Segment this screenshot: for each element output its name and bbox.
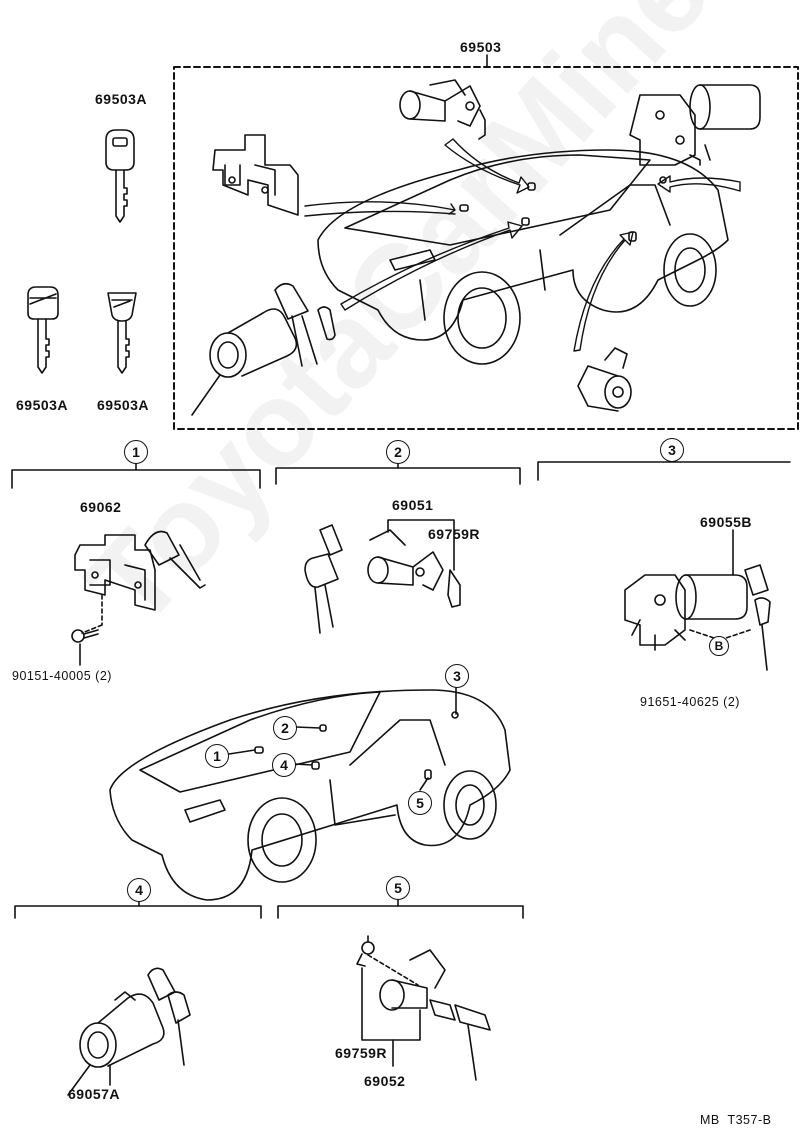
section-3-bracket [537,461,791,481]
assembly-part-label: 69503 [460,39,502,55]
section-4-bracket [14,905,262,919]
part-label-69052: 69052 [364,1073,406,1089]
part-label-69759R-section-2: 69759R [428,526,481,542]
door-lock-section-2 [304,524,461,634]
ignition-lock-top [191,282,336,416]
car-callout-5: 5 [408,791,432,815]
part-label-69759R-section-5: 69759R [335,1045,388,1061]
car-outline-top [317,149,729,365]
door-lock-section-5 [356,935,491,1081]
part-label-69057A: 69057A [68,1086,121,1102]
door-lock-cylinder-bottom-top [577,347,632,412]
trunk-lock-section-3 [624,564,771,671]
ignition-lock-section-4 [67,967,191,1096]
part-label-69062: 69062 [80,499,122,515]
key-icon-top [105,129,135,223]
part-label-screw-section-1: 90151-40005 (2) [12,669,112,683]
door-lock-cylinder-top [399,79,486,140]
assembly-arrows [304,138,741,352]
callout-b: B [709,636,729,656]
section-2-number: 2 [386,440,410,464]
key-part-label-left: 69503A [16,397,69,413]
car-callout-3: 3 [445,664,469,688]
car-callout-2: 2 [273,716,297,740]
section-5-number: 5 [386,876,410,900]
section-2-bracket [275,467,521,485]
car-outline-middle [109,689,511,901]
lock-bracket-top-left [212,134,299,216]
trunk-lock-top-right [629,84,761,166]
key-part-label-right: 69503A [97,397,150,413]
part-label-69051: 69051 [392,497,434,513]
section-3-number: 3 [660,438,684,462]
assembly-dashed-box [173,66,799,430]
part-label-screw-section-3: 91651-40625 (2) [640,695,740,709]
section-1-bracket [11,469,261,489]
key-icon-right [107,292,137,374]
key-icon-left [27,286,59,374]
diagram-reference-code: MB T357-B [700,1113,772,1127]
lock-bracket-section-1 [74,530,206,611]
section-1-number: 1 [124,440,148,464]
section-4-number: 4 [127,878,151,902]
part-label-69055B: 69055B [700,514,753,530]
section-5-bracket [277,905,524,919]
key-part-label-top: 69503A [95,91,148,107]
screw-section-1 [71,629,99,643]
car-callout-1: 1 [205,744,229,768]
car-callout-4: 4 [272,753,296,777]
